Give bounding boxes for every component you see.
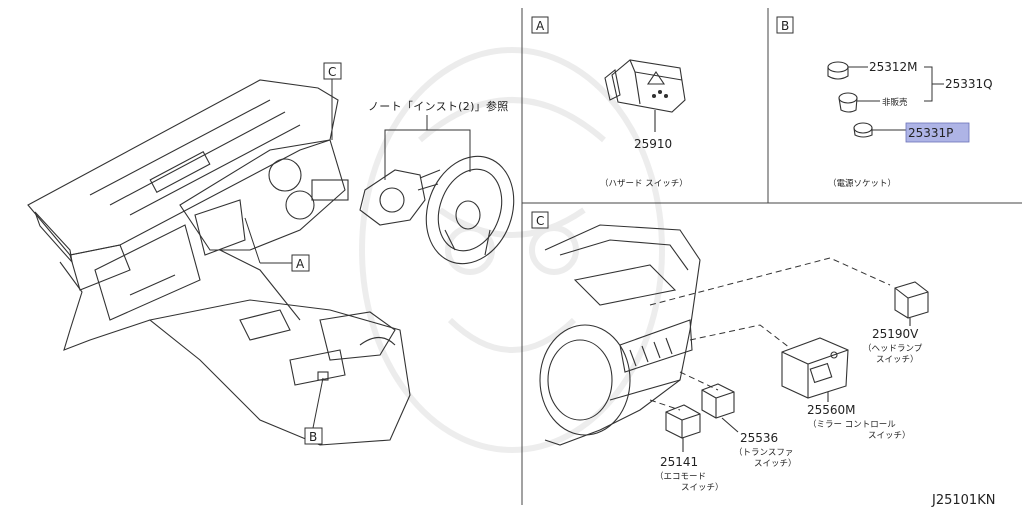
lower-dash-drawing [539,224,701,446]
socket-part-1: 25312M [869,60,918,74]
ref-note: ノート「インスト(2)」参照 [368,99,509,113]
headlamp-caption-2: スイッチ） [876,354,919,365]
mirror-caption-2: スイッチ） [868,430,911,441]
watermark-logo [359,47,665,453]
panel-frames [521,8,1022,505]
leader-a-2 [244,217,261,264]
callout-letter-a: A [296,257,305,271]
combination-switch [359,169,441,226]
panel-c-tag [531,211,549,229]
socket-part-3: 25331Q [945,77,993,91]
mirror-caption-1: （ミラー コントロール [808,419,896,430]
figure-code: J25101KN [931,493,995,508]
transfer-caption-1: （トランスファ [734,447,793,458]
leader-b [312,377,324,429]
headlamp-part-number: 25190V [872,327,919,341]
socket-part-4: 25331P [908,126,953,140]
eco-caption-1: （エコモード [655,471,706,482]
transfer-caption-2: スイッチ） [754,458,797,469]
steering-wheel [425,155,515,265]
panel-b-tag [776,16,794,34]
eco-switch-drawing [665,404,701,452]
power-socket-drawing [827,61,873,138]
socket-caption: （電源ソケット） [828,178,896,189]
socket-part-2: 非販売 [882,97,908,108]
mirror-part-number: 25560M [807,403,856,417]
panel-a-letter: A [536,19,545,33]
panel-b-letter: B [781,19,789,33]
switch-leaders [649,257,891,411]
eco-part-number: 25141 [660,455,698,469]
transfer-part-number: 25536 [740,431,778,445]
callout-letter-c: C [328,65,336,79]
eco-caption-2: スイッチ） [681,482,724,493]
headlamp-switch-drawing [894,281,929,326]
socket-leaders [848,66,944,131]
headlamp-caption-1: （ヘッドランプ [863,343,923,354]
ref-bracket [384,115,471,180]
hazard-caption: （ハザード スイッチ） [600,178,688,189]
panel-c-letter: C [536,214,544,228]
dashboard-illustration [27,79,515,446]
transfer-switch-drawing [701,383,739,433]
hazard-part-number: 25910 [634,137,672,151]
panel-a-tag [531,16,549,34]
mirror-switch-drawing [781,337,849,402]
hazard-switch-drawing [604,59,686,132]
callout-letter-b: B [309,430,317,444]
socket-part-4-highlight [905,122,970,143]
